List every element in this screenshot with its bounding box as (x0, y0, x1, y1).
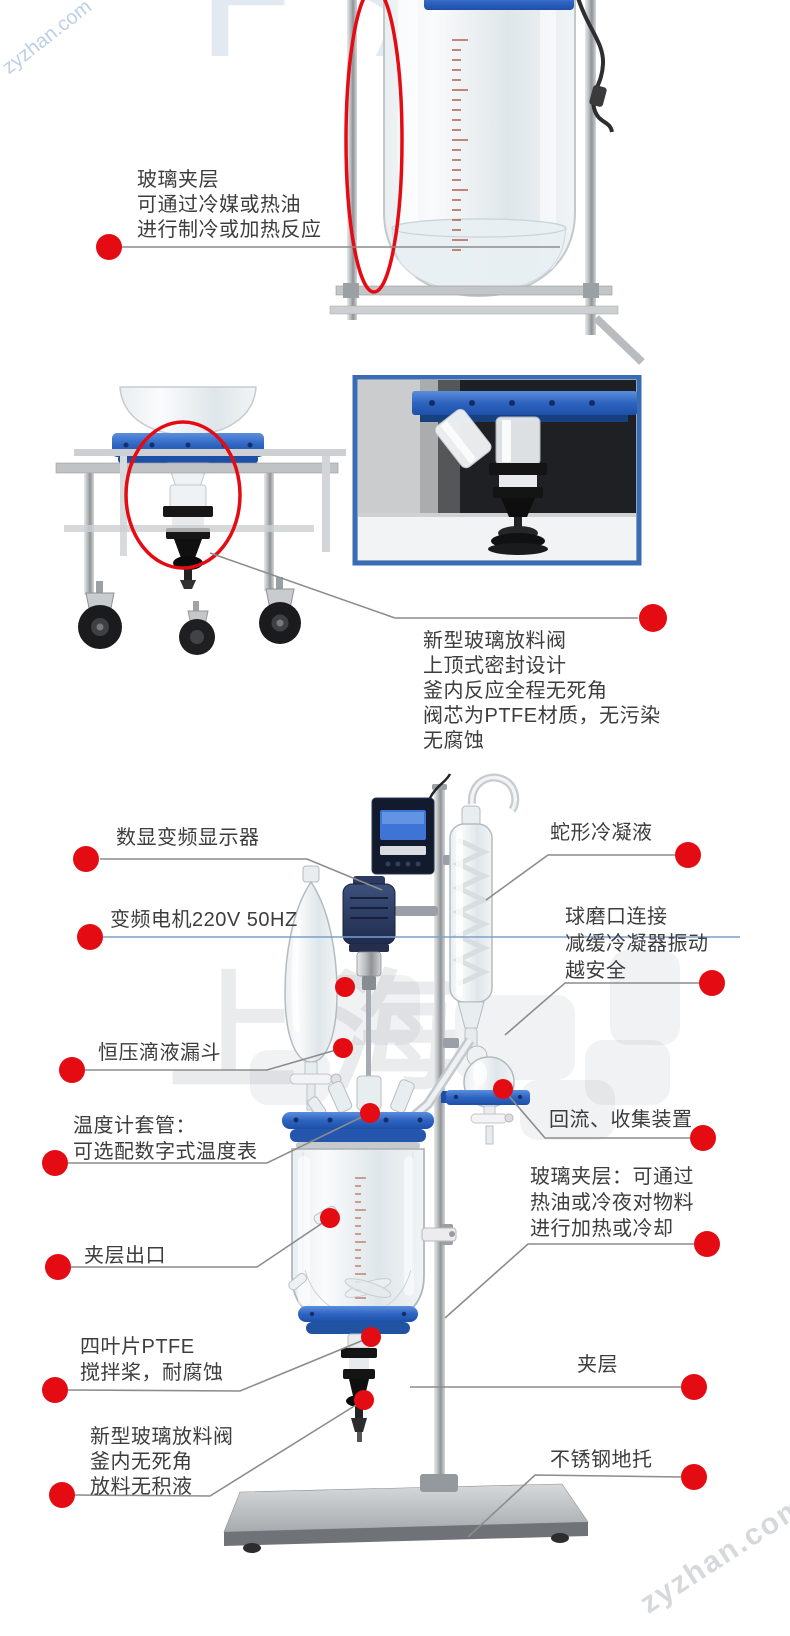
angled-glass-nozzle (434, 408, 492, 469)
cart-frame-photo (55, 386, 346, 655)
label-funnel: 恒压滴液漏斗 (98, 1042, 221, 1064)
support-frame (329, 0, 645, 365)
label-reflux-collector: 回流、收集装置 (549, 1109, 693, 1131)
watermark-blob (520, 1080, 615, 1140)
label-thermometer: 温度计套管： 可选配数字式温度表 (73, 1115, 258, 1163)
label-stirrer-paddle: 四叶片PTFE 搅拌桨，耐腐蚀 (80, 1336, 224, 1384)
digital-display (371, 773, 452, 875)
leader-jacket-note (96, 234, 560, 260)
serpentine-condenser (443, 773, 520, 1067)
label-glass-jacket-note: 玻璃夹层 可通过冷媒或热油 进行制冷或加热反应 (137, 169, 322, 241)
bottom-discharge-valve (341, 1333, 377, 1442)
highlight-ellipse-jacket (344, 0, 404, 294)
stirrer-blades (344, 1278, 392, 1298)
leader-lines (67, 854, 699, 1538)
label-jacket-outlet: 夹层出口 (84, 1245, 166, 1267)
label-coil-condenser: 蛇形冷凝液 (550, 822, 653, 844)
jacket-port-nozzle (288, 1272, 308, 1291)
machine-red-dots (320, 977, 513, 1410)
watermark-blob (585, 1040, 670, 1105)
label-glass-jacket-info: 玻璃夹层：可通过 热油或冷夜对物料 进行加热或冷却 (530, 1166, 694, 1240)
power-cable (576, 0, 614, 133)
vessel-glass-body (383, 0, 576, 298)
red-dot (96, 234, 122, 260)
graduation-scale (452, 39, 468, 251)
label-motor: 变频电机220V 50HZ (110, 909, 298, 931)
stand-pole (432, 784, 447, 1504)
leader-valve-note (209, 552, 667, 632)
label-jacket: 夹层 (577, 1354, 618, 1376)
stainless-base (223, 1474, 589, 1553)
highlight-circle-valve (124, 420, 242, 570)
top-flange-blue (424, 0, 574, 10)
caster-wheel (78, 581, 122, 649)
label-display: 数显变频显示器 (116, 827, 260, 849)
frame-legs (55, 449, 346, 595)
caster-wheel (179, 601, 215, 655)
valve-closeup-inset (352, 375, 642, 566)
watermark-blob (610, 950, 680, 1045)
red-dot (639, 604, 667, 632)
label-stainless-base: 不锈钢地托 (550, 1449, 653, 1471)
bottom-flange-blue (298, 1306, 418, 1322)
mid-photos-discharge-valve (55, 375, 667, 655)
label-new-valve-note: 新型玻璃放料阀 上顶式密封设计 釜内反应全程无死角 阀芯为PTFE材质，无污染 … (423, 630, 661, 752)
top-photo-jacketed-vessel (96, 0, 645, 365)
label-red-dots (42, 842, 725, 1508)
reactor-vessel (282, 1075, 457, 1334)
lid-flange-blue (282, 1112, 434, 1129)
vessel-band-clamp (421, 1227, 457, 1242)
label-ball-joint: 球磨口连接 减缓冷凝器振动 越安全 (565, 906, 709, 982)
label-discharge-valve: 新型玻璃放料阀 釜内无死角 放料无积液 (90, 1426, 234, 1498)
closeup-valve-body (488, 416, 548, 555)
main-product-photo (42, 773, 740, 1553)
caster-wheel (259, 577, 301, 644)
